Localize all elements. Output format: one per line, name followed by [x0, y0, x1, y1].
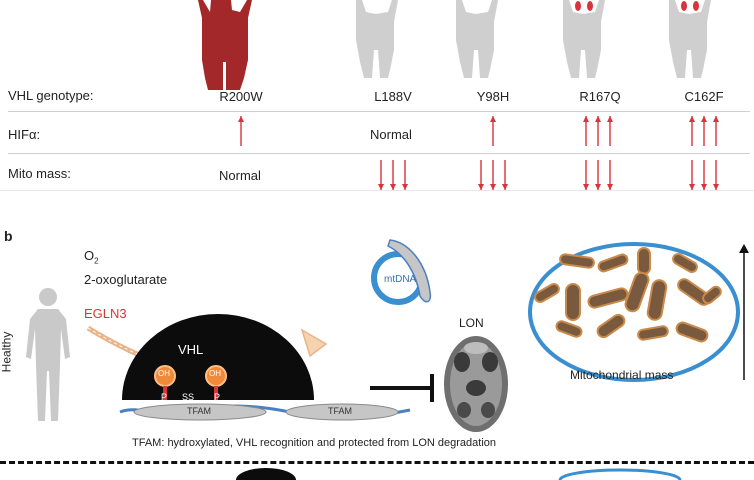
vhl-label: VHL	[178, 342, 204, 357]
tfam-left-label: TFAM	[187, 406, 211, 416]
panel-b-label: b	[4, 228, 13, 244]
figure-l188v	[356, 0, 398, 78]
down-arrow	[502, 160, 508, 190]
tfam-right	[285, 403, 399, 421]
tfam-right-label: TFAM	[328, 406, 352, 416]
o2-text: O2	[84, 248, 99, 266]
mitochondria-diagram	[528, 242, 740, 382]
oxoglutarate-text: 2-oxoglutarate	[84, 272, 168, 287]
down-arrow	[402, 160, 408, 190]
next-panel-edge	[236, 468, 682, 480]
oh-right-marker	[205, 365, 227, 400]
genotype-y98h: Y98H	[476, 89, 510, 104]
down-arrow	[390, 160, 396, 190]
row-separator	[8, 111, 750, 112]
mtdna-label: mtDNA	[384, 274, 417, 285]
figure-r200w	[198, 0, 252, 90]
tfam-caption: TFAM: hydroxylated, VHL recognition and …	[132, 437, 497, 449]
panel-divider	[0, 190, 754, 191]
genotype-r167q: R167Q	[579, 89, 621, 104]
down-arrow	[478, 160, 484, 190]
hif-label: HIFα:	[8, 127, 41, 142]
oh-left-marker	[154, 365, 176, 400]
mass-increase-arrow	[739, 244, 749, 380]
figure-y98h	[456, 0, 498, 78]
up-arrow	[701, 116, 707, 146]
bottom-dashed-divider	[0, 461, 754, 464]
down-arrow	[701, 160, 707, 190]
lon-protease-image	[444, 336, 508, 432]
up-arrow	[490, 116, 496, 146]
p-right-label: P	[214, 392, 221, 402]
hif-normal-text: Normal	[370, 127, 412, 142]
oh-left-label: OH	[158, 369, 170, 378]
healthy-figure	[26, 288, 70, 421]
up-arrow	[238, 116, 244, 146]
p-left-label: P	[161, 392, 168, 402]
vhl-genotype-label: VHL genotype:	[8, 88, 94, 103]
figure-c162f	[669, 0, 711, 78]
up-arrow	[583, 116, 589, 146]
genotype-l188v: L188V	[374, 89, 412, 104]
up-arrow	[595, 116, 601, 146]
ss-label: SS	[182, 392, 195, 402]
up-arrow	[713, 116, 719, 146]
up-arrow	[689, 116, 695, 146]
egln3-text: EGLN3	[84, 306, 127, 321]
down-arrow	[607, 160, 613, 190]
down-arrow	[595, 160, 601, 190]
down-arrow	[689, 160, 695, 190]
arrow-head	[300, 328, 328, 358]
lon-label: LON	[459, 316, 484, 330]
down-arrow	[378, 160, 384, 190]
arrow-layer	[238, 116, 719, 190]
genotype-r200w: R200W	[219, 89, 263, 104]
down-arrow	[583, 160, 589, 190]
vhl-complex-diagram	[86, 314, 434, 421]
up-arrow	[607, 116, 613, 146]
mito-mass-label: Mito mass:	[8, 166, 71, 181]
row-separator	[8, 153, 750, 154]
tfam-left	[133, 403, 267, 421]
oh-right-label: OH	[209, 369, 221, 378]
figure-r167q	[563, 0, 605, 78]
mito-normal-text: Normal	[219, 168, 261, 183]
genotype-c162f: C162F	[684, 89, 724, 104]
down-arrow	[713, 160, 719, 190]
down-arrow	[490, 160, 496, 190]
patient-figures	[198, 0, 711, 90]
mtdna-diagram	[371, 239, 432, 305]
mito-mass-caption: Mitochondrial mass	[570, 368, 674, 382]
healthy-label: Healthy	[0, 331, 14, 373]
